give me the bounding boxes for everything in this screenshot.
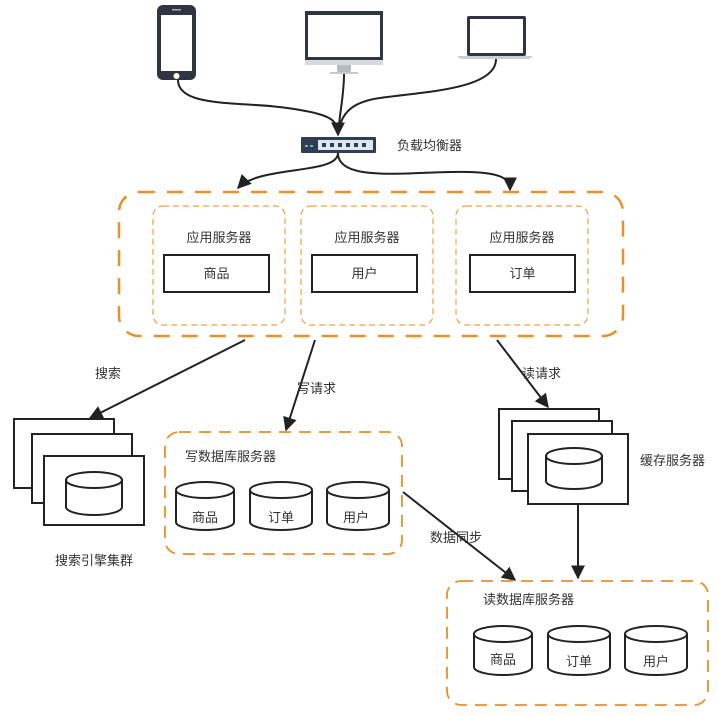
db-label: 用户 bbox=[343, 510, 369, 526]
database-icon bbox=[545, 447, 603, 490]
database-icon bbox=[547, 625, 611, 676]
module-box bbox=[311, 254, 418, 293]
cache-server-label: 缓存服务器 bbox=[640, 453, 705, 469]
desktop-monitor-icon bbox=[305, 11, 383, 74]
db-label: 订单 bbox=[566, 655, 592, 670]
edge-label-write-request: 写请求 bbox=[297, 382, 336, 397]
module-box bbox=[163, 254, 270, 293]
module-label: 用户 bbox=[351, 266, 377, 282]
network-switch-icon bbox=[301, 137, 376, 153]
db-label: 订单 bbox=[268, 511, 294, 526]
app-server-title: 应用服务器 bbox=[186, 230, 251, 246]
read-db-title: 读数据库服务器 bbox=[483, 592, 574, 608]
app-server-1[interactable]: 应用服务器 商品 bbox=[152, 205, 286, 326]
edge-label-search: 搜索 bbox=[95, 367, 121, 382]
cache-server-cluster[interactable] bbox=[498, 408, 629, 505]
device-connections bbox=[177, 58, 497, 137]
module-label: 订单 bbox=[509, 267, 535, 282]
laptop-icon bbox=[457, 16, 533, 59]
write-db-server[interactable]: 写数据库服务器 商品 订单 用户 bbox=[164, 431, 403, 555]
module-box bbox=[469, 254, 576, 293]
module-label: 商品 bbox=[203, 267, 229, 282]
app-server-3[interactable]: 应用服务器 订单 bbox=[455, 205, 589, 326]
smartphone-icon bbox=[157, 5, 196, 80]
app-server-2[interactable]: 应用服务器 用户 bbox=[300, 205, 434, 326]
app-server-title: 应用服务器 bbox=[334, 230, 399, 246]
app-out-edges bbox=[88, 339, 585, 581]
app-server-cluster bbox=[117, 190, 625, 338]
db-label: 用户 bbox=[643, 654, 669, 670]
load-balancer-label: 负载均衡器 bbox=[397, 139, 462, 154]
database-icon bbox=[249, 481, 313, 531]
app-server-title: 应用服务器 bbox=[489, 230, 554, 246]
database-icon bbox=[65, 471, 123, 516]
edge-label-data-sync: 数据同步 bbox=[430, 531, 482, 546]
search-cluster-label: 搜索引擎集群 bbox=[55, 553, 133, 569]
db-label: 商品 bbox=[490, 653, 516, 668]
read-db-server[interactable]: 读数据库服务器 商品 订单 用户 bbox=[446, 580, 709, 706]
database-icon bbox=[326, 481, 390, 531]
edge-label-read-request: 读请求 bbox=[522, 367, 561, 382]
database-icon bbox=[175, 481, 235, 531]
search-engine-cluster[interactable] bbox=[13, 418, 145, 526]
database-icon bbox=[624, 625, 688, 676]
write-db-title: 写数据库服务器 bbox=[185, 449, 276, 465]
database-icon bbox=[473, 625, 533, 676]
db-label: 商品 bbox=[192, 511, 218, 526]
lb-connections bbox=[237, 152, 517, 192]
